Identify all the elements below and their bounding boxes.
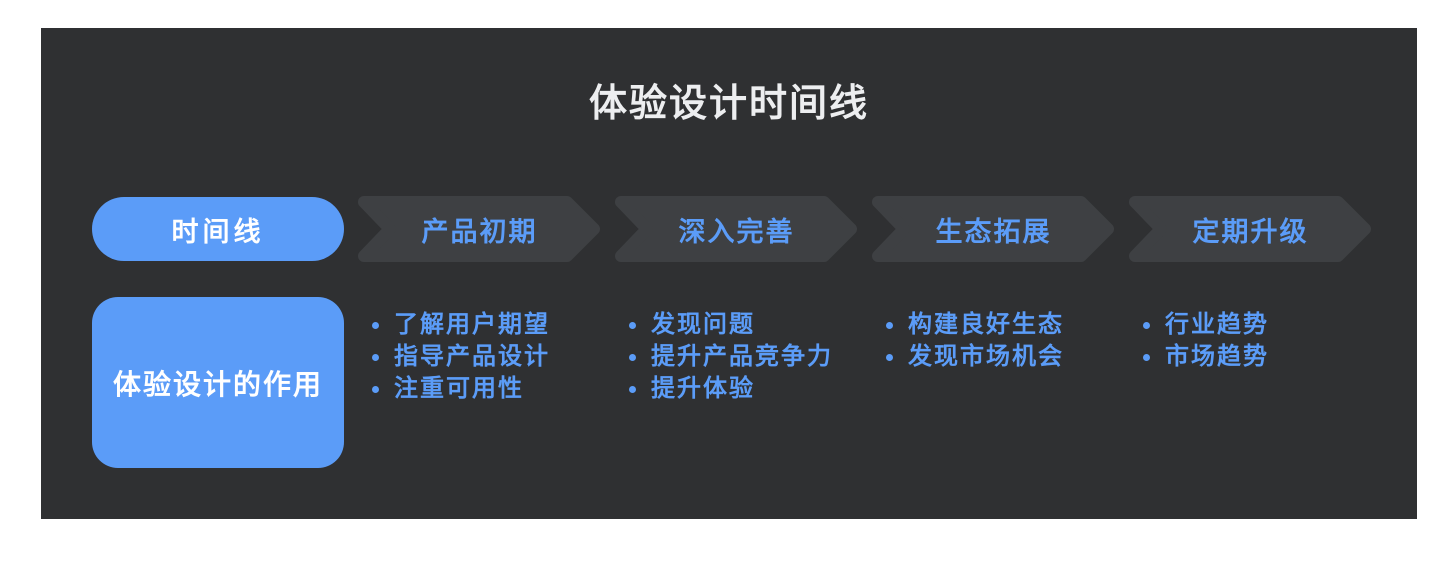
role-box[interactable]: 体验设计的作用 (92, 297, 344, 468)
timeline-stage-2[interactable]: 深入完善 (615, 196, 858, 262)
list-item: 注重可用性 (370, 373, 601, 405)
slide-canvas: 体验设计时间线 时间线 产品初期 深入完善 生态拓展 (41, 28, 1417, 519)
list-item: 构建良好生态 (884, 309, 1115, 341)
stage-notes-list-4: 行业趋势 市场趋势 (1129, 297, 1372, 373)
slide-title: 体验设计时间线 (588, 83, 869, 125)
stage-notes-list-3: 构建良好生态 发现市场机会 (872, 297, 1115, 373)
timeline-stage-1[interactable]: 产品初期 (358, 196, 601, 262)
chevron-shape (615, 196, 857, 262)
stage-label: 深入完善 (678, 216, 795, 247)
chevron-shape (1129, 196, 1371, 262)
timeline-label-pill[interactable]: 时间线 (92, 197, 344, 261)
stage-label: 产品初期 (421, 216, 538, 247)
timeline-content-row: 体验设计的作用 了解用户期望 指导产品设计 注重可用性 发现问题 提升产品竞争力… (92, 297, 1372, 468)
list-item: 发现问题 (627, 309, 858, 341)
list-item: 指导产品设计 (370, 341, 601, 373)
stage-label: 生态拓展 (935, 216, 1052, 247)
list-item: 了解用户期望 (370, 309, 601, 341)
timeline-stage-3[interactable]: 生态拓展 (872, 196, 1115, 262)
chevron-shape (872, 196, 1114, 262)
timeline-label: 时间线 (171, 216, 265, 247)
list-item: 提升产品竞争力 (627, 341, 858, 373)
stage-notes-list-2: 发现问题 提升产品竞争力 提升体验 (615, 297, 858, 405)
list-item: 行业趋势 (1141, 309, 1372, 341)
timeline-stage-4[interactable]: 定期升级 (1129, 196, 1372, 262)
list-item: 提升体验 (627, 373, 858, 405)
stage-notes-list-1: 了解用户期望 指导产品设计 注重可用性 (358, 297, 601, 405)
timeline-stage-row: 时间线 产品初期 深入完善 生态拓展 定期升级 (92, 196, 1372, 262)
list-item: 市场趋势 (1141, 341, 1372, 373)
role-box-label: 体验设计的作用 (112, 368, 323, 400)
stage-label: 定期升级 (1192, 216, 1309, 247)
list-item: 发现市场机会 (884, 341, 1115, 373)
chevron-shape (358, 196, 600, 262)
